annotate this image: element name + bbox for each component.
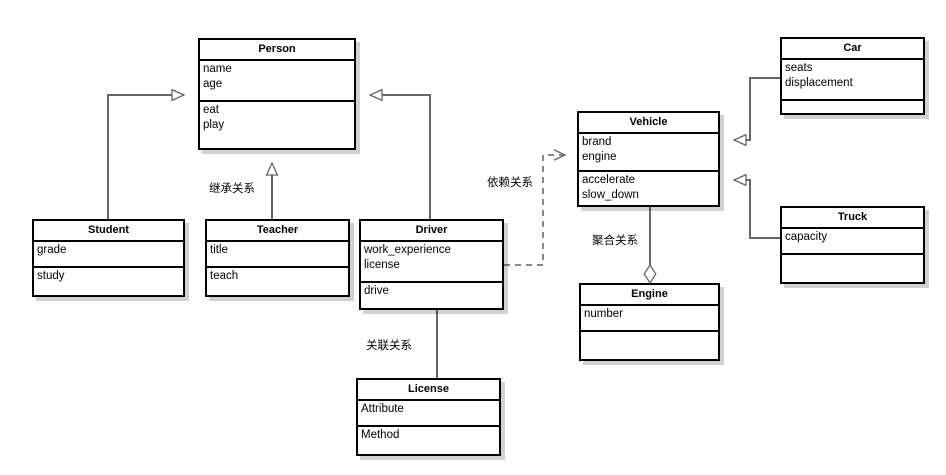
attribute-row: displacement [785, 77, 853, 89]
class-box-student[interactable]: Student grade study [32, 219, 185, 297]
class-title-license: License [358, 380, 499, 401]
relation-label-aggregation: 聚合关系 [592, 235, 638, 247]
attribute-row: engine [582, 151, 617, 163]
class-box-person[interactable]: Person name age eat play [198, 38, 356, 150]
class-box-vehicle[interactable]: Vehicle brand engine accelerate slow_dow… [577, 111, 720, 207]
attribute-row: work_experience [364, 244, 451, 256]
class-attributes-engine: number [581, 306, 718, 332]
method-row: play [203, 119, 225, 131]
attribute-row: age [203, 78, 223, 90]
class-methods-truck [782, 255, 923, 282]
class-methods-vehicle: accelerate slow_down [579, 172, 718, 205]
class-attributes-license: Attribute [358, 401, 499, 427]
class-attributes-driver: work_experience license [361, 242, 502, 283]
class-box-engine[interactable]: Engine number [579, 283, 720, 361]
class-methods-student: study [34, 268, 183, 295]
class-title-truck: Truck [782, 208, 923, 229]
class-attributes-student: grade [34, 242, 183, 268]
class-attributes-teacher: title [207, 242, 348, 268]
class-attributes-person: name age [200, 61, 354, 102]
class-box-license[interactable]: License Attribute Method [356, 378, 501, 456]
relation-label-association: 关联关系 [366, 340, 412, 352]
class-methods-teacher: teach [207, 268, 348, 295]
class-title-car: Car [782, 39, 923, 60]
method-row: eat [203, 104, 219, 116]
attribute-row: number [584, 308, 623, 320]
method-row: accelerate [582, 174, 636, 186]
attribute-row: license [364, 259, 400, 271]
edge-driver-to-vehicle-dependency [504, 155, 565, 266]
attribute-row: name [203, 63, 232, 75]
method-row: drive [364, 285, 389, 297]
class-box-truck[interactable]: Truck capacity [780, 206, 925, 284]
class-methods-driver: drive [361, 283, 502, 308]
class-title-engine: Engine [581, 285, 718, 306]
edge-driver-to-person [370, 95, 431, 219]
class-box-driver[interactable]: Driver work_experience license drive [359, 219, 504, 310]
method-row: slow_down [582, 189, 639, 201]
edge-student-to-person [107, 95, 184, 219]
class-box-teacher[interactable]: Teacher title teach [205, 219, 350, 297]
class-title-student: Student [34, 221, 183, 242]
class-title-vehicle: Vehicle [579, 113, 718, 134]
class-attributes-truck: capacity [782, 229, 923, 255]
attribute-row: capacity [785, 231, 828, 243]
attribute-row: seats [785, 62, 813, 74]
attribute-row: Attribute [361, 403, 404, 415]
class-methods-license: Method [358, 427, 499, 454]
class-title-driver: Driver [361, 221, 502, 242]
class-box-car[interactable]: Car seats displacement [780, 37, 925, 115]
class-methods-engine [581, 332, 718, 359]
method-row: study [37, 270, 65, 282]
class-title-teacher: Teacher [207, 221, 348, 242]
attribute-row: brand [582, 136, 612, 148]
edge-truck-to-vehicle [734, 180, 780, 239]
method-row: teach [210, 270, 239, 282]
class-methods-person: eat play [200, 102, 354, 148]
attribute-row: grade [37, 244, 67, 256]
method-row: Method [361, 429, 400, 441]
relation-label-dependency: 依赖关系 [487, 177, 533, 189]
relation-label-inheritance: 继承关系 [209, 183, 255, 195]
class-title-person: Person [200, 40, 354, 61]
class-methods-car [782, 101, 923, 113]
attribute-row: title [210, 244, 228, 256]
class-attributes-vehicle: brand engine [579, 134, 718, 172]
class-attributes-car: seats displacement [782, 60, 923, 101]
edge-car-to-vehicle [734, 77, 780, 140]
